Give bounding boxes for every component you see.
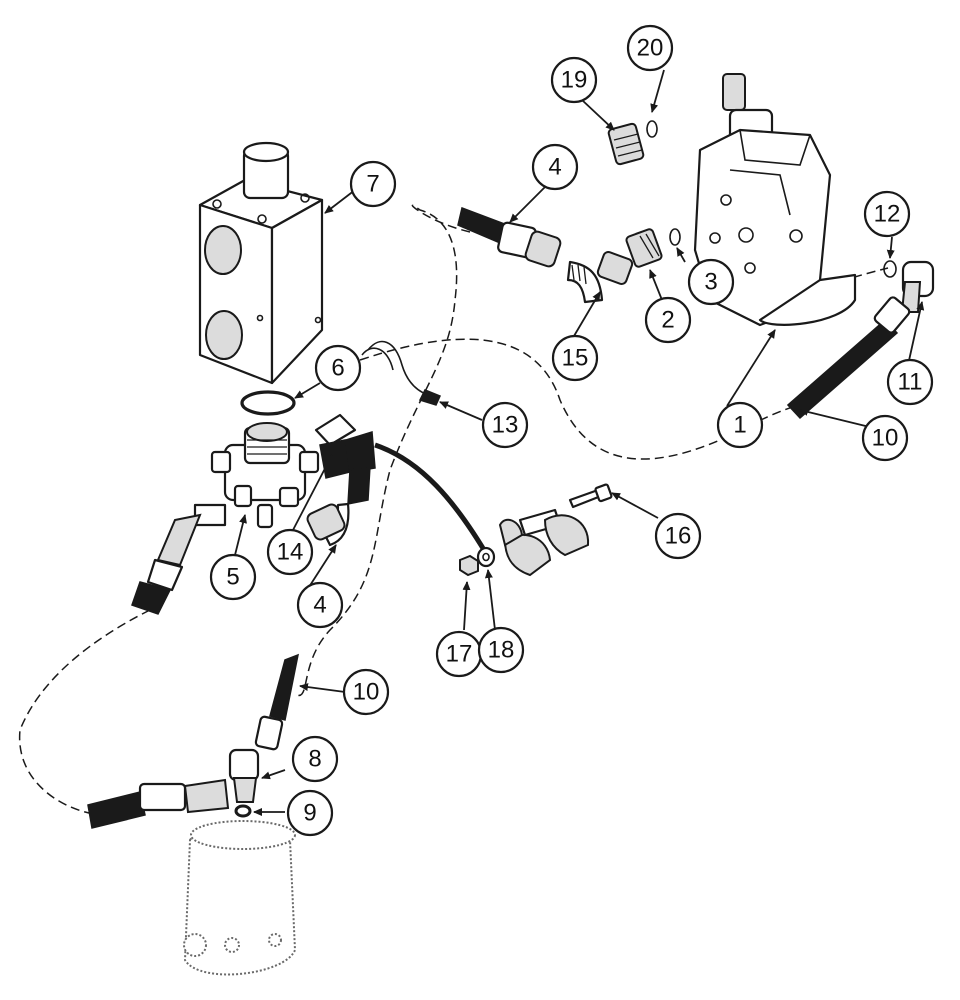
- callout-7-label: 7: [366, 171, 379, 198]
- mounting-clamps: [498, 508, 590, 577]
- callout-4-upper: 4: [531, 143, 579, 191]
- top-fitting: [607, 120, 658, 166]
- callout-6: 6: [314, 344, 362, 392]
- callout-19: 19: [550, 56, 598, 104]
- callout-6-label: 6: [331, 355, 344, 382]
- nut-and-washer: [459, 546, 496, 577]
- callout-14-label: 14: [277, 539, 304, 566]
- callout-17: 17: [435, 630, 483, 678]
- callout-4-lower: 4: [296, 581, 344, 629]
- upper-hose-end: [457, 206, 562, 268]
- callout-13-label: 13: [492, 412, 519, 439]
- callout-12: 12: [863, 190, 911, 238]
- callout-18-label: 18: [488, 637, 515, 664]
- callout-10-lower-label: 10: [353, 679, 380, 706]
- o-ring: [240, 390, 296, 416]
- callout-1: 1: [716, 401, 764, 449]
- valve-block: [198, 141, 324, 385]
- callout-8: 8: [291, 735, 339, 783]
- strap-clip: [361, 340, 442, 406]
- hose-clamp: [314, 413, 376, 479]
- lower-left-hose: [131, 503, 227, 615]
- callout-15: 15: [551, 334, 599, 382]
- upper-right-hose: [786, 296, 911, 420]
- adapter-fitting: [625, 228, 663, 268]
- callout-9: 9: [286, 789, 334, 837]
- small-o-ring: [669, 228, 681, 246]
- callout-5-label: 5: [226, 564, 239, 591]
- callout-11-label: 11: [898, 369, 923, 396]
- callout-10-right: 10: [861, 414, 909, 462]
- callout-19-label: 19: [561, 67, 588, 94]
- callout-2-label: 2: [661, 307, 674, 334]
- lower-elbow: [228, 748, 260, 818]
- callout-8-label: 8: [308, 746, 321, 773]
- callout-13: 13: [481, 401, 529, 449]
- callout-10-right-label: 10: [872, 425, 899, 452]
- pump-hose: [87, 778, 230, 829]
- callout-18: 18: [477, 626, 525, 674]
- right-elbow-fitting: [883, 260, 935, 313]
- callout-4-lower-label: 4: [313, 592, 326, 619]
- manifold-fitting: [210, 422, 320, 529]
- callout-20-label: 20: [637, 35, 664, 62]
- callout-17-label: 17: [446, 641, 473, 668]
- lower-hose-end: [306, 465, 371, 547]
- callout-10-lower: 10: [342, 668, 390, 716]
- callout-12-label: 12: [874, 201, 901, 228]
- callout-4-upper-label: 4: [548, 154, 561, 181]
- elbow-fitting: [566, 251, 634, 304]
- callout-2: 2: [644, 296, 692, 344]
- callout-15-label: 15: [562, 345, 589, 372]
- callout-11: 11: [886, 358, 934, 406]
- lower-hose: [254, 653, 300, 751]
- callout-1-label: 1: [733, 412, 746, 439]
- callout-20: 20: [626, 24, 674, 72]
- callout-5: 5: [209, 553, 257, 601]
- callout-16-label: 16: [665, 523, 692, 550]
- leader-lines: [234, 69, 925, 816]
- callout-3: 3: [687, 258, 735, 306]
- callout-16: 16: [654, 512, 702, 560]
- callout-7: 7: [349, 160, 397, 208]
- bolt: [568, 483, 613, 509]
- callout-9-label: 9: [303, 800, 316, 827]
- callout-14: 14: [266, 528, 314, 576]
- pump: [183, 820, 297, 976]
- wire-line: [374, 442, 493, 562]
- callout-3-label: 3: [704, 269, 717, 296]
